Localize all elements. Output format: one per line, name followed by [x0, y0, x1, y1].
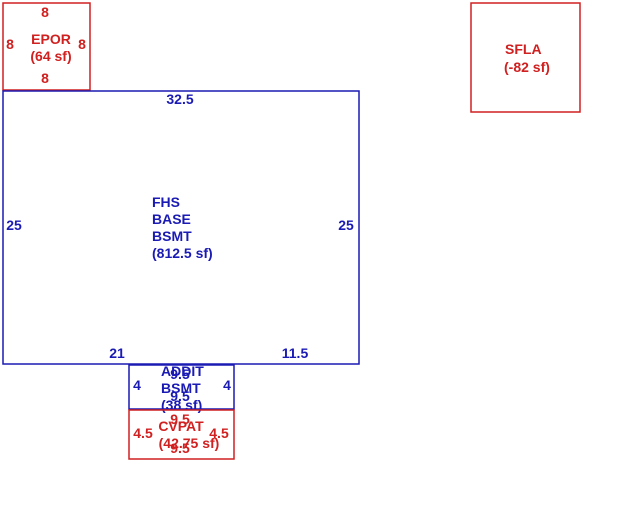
addit-area: (38 sf)	[161, 397, 202, 413]
sfla-area: (-82 sf)	[504, 59, 550, 75]
cvpat-top-dim: 9.5	[170, 411, 190, 427]
main-top-dim: 32.5	[166, 91, 193, 107]
addit-top-dim: 9.5	[170, 366, 190, 382]
epor-bottom-dim: 8	[41, 70, 49, 86]
main-right-dim: 25	[338, 217, 354, 233]
main-outline	[2, 90, 360, 365]
cvpat-bottom-dim: 9.5	[170, 440, 190, 456]
addit-label-line1: ADDIT	[161, 363, 204, 379]
epor-name: EPOR	[31, 31, 71, 47]
epor-left-dim: 8	[6, 36, 14, 52]
main-label-line2: BASE	[152, 211, 191, 227]
epor-area: (64 sf)	[30, 48, 71, 64]
addit-outline	[128, 364, 235, 410]
cvpat-right-dim: 4.5	[209, 425, 229, 441]
addit-label-line2: BSMT	[161, 380, 201, 396]
cvpat-left-dim: 4.5	[133, 425, 153, 441]
addit-bottom-dim: 9.5	[170, 388, 190, 404]
main-label-line3: BSMT	[152, 228, 192, 244]
addit-right-dim: 4	[223, 377, 231, 393]
main-area: (812.5 sf)	[152, 245, 213, 261]
main-bottom-left-dim: 21	[109, 345, 125, 361]
cvpat-area: (42.75 sf)	[159, 435, 220, 451]
main-left-dim: 25	[6, 217, 22, 233]
main-label-line1: FHS	[152, 194, 180, 210]
sfla-name: SFLA	[505, 41, 542, 57]
cvpat-name: CVPAT	[158, 418, 204, 434]
cvpat-outline	[128, 409, 235, 460]
epor-outline	[2, 2, 91, 91]
main-bottom-right-dim: 11.5	[282, 345, 309, 361]
epor-top-dim: 8	[41, 4, 49, 20]
epor-right-dim: 8	[78, 36, 86, 52]
sfla-outline	[470, 2, 581, 113]
addit-left-dim: 4	[133, 377, 141, 393]
